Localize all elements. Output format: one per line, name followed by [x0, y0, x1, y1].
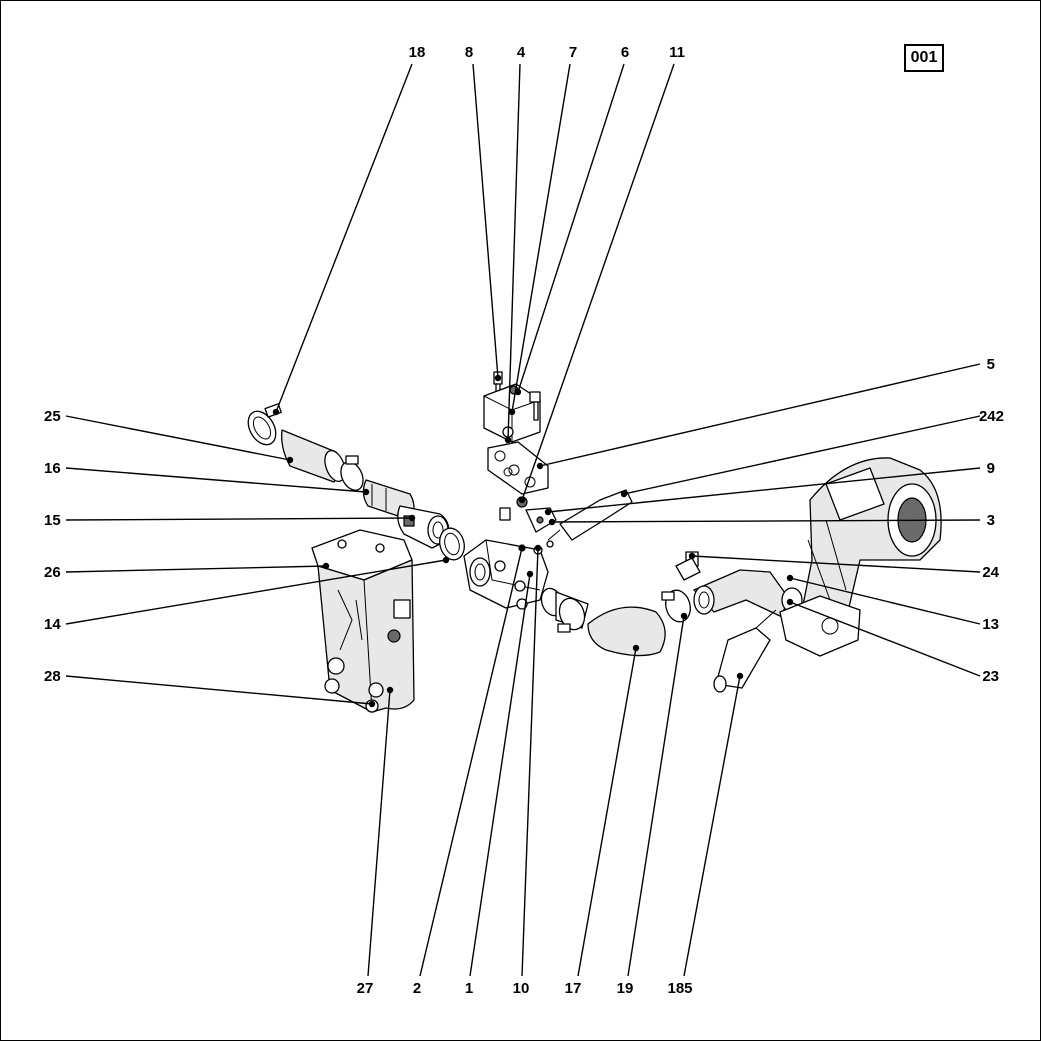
- callout-18: 18: [409, 44, 426, 61]
- leader-line-14: [65, 559, 447, 625]
- callout-24: 24: [982, 564, 999, 581]
- leader-dot-7: [508, 408, 516, 416]
- part-17-19-bent-hose: [540, 587, 691, 657]
- leader-line-18: [275, 63, 413, 413]
- leader-line-23: [789, 601, 981, 677]
- leader-dot-9: [544, 508, 552, 516]
- leader-dot-24: [688, 552, 696, 560]
- leader-line-9: [547, 467, 981, 513]
- leader-line-11: [521, 63, 675, 501]
- leader-line-27: [367, 689, 391, 977]
- callout-14: 14: [44, 616, 61, 633]
- leader-line-3: [551, 519, 981, 523]
- leader-line-1: [469, 573, 531, 977]
- leader-dot-26: [322, 562, 330, 570]
- leader-dot-23: [786, 598, 794, 606]
- leader-line-2: [419, 547, 523, 977]
- leader-dot-25: [286, 456, 294, 464]
- part-185-probe: [713, 609, 777, 693]
- callout-242: 242: [979, 408, 1004, 425]
- part-26-27-28-bracket-housing: [311, 529, 415, 713]
- leader-line-16: [65, 467, 367, 493]
- leader-line-28: [65, 675, 373, 705]
- part-1-2-10-valve-body: [463, 539, 549, 610]
- leader-dot-185: [736, 672, 744, 680]
- leader-dot-13: [786, 574, 794, 582]
- leader-line-24: [691, 555, 981, 573]
- callout-15: 15: [44, 512, 61, 529]
- leader-line-19: [627, 615, 685, 977]
- callout-labels: 18 8 4 7 6 11 5 242 9 3 24 13 23 25 16 1…: [44, 44, 1004, 997]
- leader-line-8: [472, 63, 499, 379]
- callout-7: 7: [569, 44, 577, 61]
- callout-9: 9: [987, 460, 995, 477]
- leader-dot-17: [632, 644, 640, 652]
- leader-lines: [65, 63, 981, 977]
- part-16-clamp-pipe: [340, 455, 415, 521]
- part-25-hose: [281, 429, 346, 483]
- leader-dot-19: [680, 612, 688, 620]
- callout-3: 3: [987, 512, 995, 529]
- leader-dot-4: [504, 436, 512, 444]
- callout-23: 23: [982, 668, 999, 685]
- callout-27: 27: [357, 980, 374, 997]
- leader-dot-2: [518, 544, 526, 552]
- part-13-23-24-egr-pipe: [675, 551, 803, 617]
- leader-dot-10: [534, 544, 542, 552]
- callout-6: 6: [621, 44, 629, 61]
- leader-line-5: [539, 363, 981, 467]
- callout-19: 19: [617, 980, 634, 997]
- leader-line-25: [65, 415, 291, 461]
- leader-dot-242: [620, 490, 628, 498]
- leader-dot-1: [526, 570, 534, 578]
- callout-13: 13: [982, 616, 999, 633]
- leader-dot-16: [362, 488, 370, 496]
- callout-2: 2: [413, 980, 421, 997]
- leader-dot-14: [442, 556, 450, 564]
- callout-1: 1: [465, 980, 473, 997]
- callout-8: 8: [465, 44, 473, 61]
- leader-dot-28: [368, 700, 376, 708]
- leader-dot-18: [272, 408, 280, 416]
- leader-dot-15: [408, 514, 416, 522]
- leader-line-7: [511, 63, 571, 413]
- callout-25: 25: [44, 408, 61, 425]
- callout-17: 17: [565, 980, 582, 997]
- callout-26: 26: [44, 564, 61, 581]
- leader-line-26: [65, 565, 327, 573]
- part-4-6-7-8-actuator: [483, 371, 541, 443]
- callout-4: 4: [517, 44, 526, 61]
- leader-dot-11: [518, 496, 526, 504]
- leader-line-10: [521, 547, 539, 977]
- sheet-id-box: 001: [904, 44, 944, 72]
- part-5-11-flange-plate: [487, 441, 549, 495]
- callout-28: 28: [44, 668, 61, 685]
- leader-dot-8: [494, 374, 502, 382]
- part-14-gasket: [439, 527, 465, 561]
- leader-line-6: [517, 63, 625, 393]
- leader-line-185: [683, 675, 741, 977]
- parts-illustration: [247, 371, 942, 713]
- leader-line-13: [789, 577, 981, 625]
- egr-valve-housing: [779, 457, 942, 657]
- callout-5: 5: [987, 356, 995, 373]
- callout-185: 185: [667, 980, 692, 997]
- leader-dot-6: [514, 388, 522, 396]
- leader-dot-5: [536, 462, 544, 470]
- leader-line-15: [65, 517, 413, 521]
- leader-line-4: [507, 63, 521, 441]
- callout-11: 11: [669, 44, 685, 61]
- leader-line-242: [623, 415, 981, 495]
- callout-16: 16: [44, 460, 61, 477]
- leader-dot-3: [548, 518, 556, 526]
- callout-10: 10: [513, 980, 530, 997]
- leader-line-17: [577, 647, 637, 977]
- leader-dot-27: [386, 686, 394, 694]
